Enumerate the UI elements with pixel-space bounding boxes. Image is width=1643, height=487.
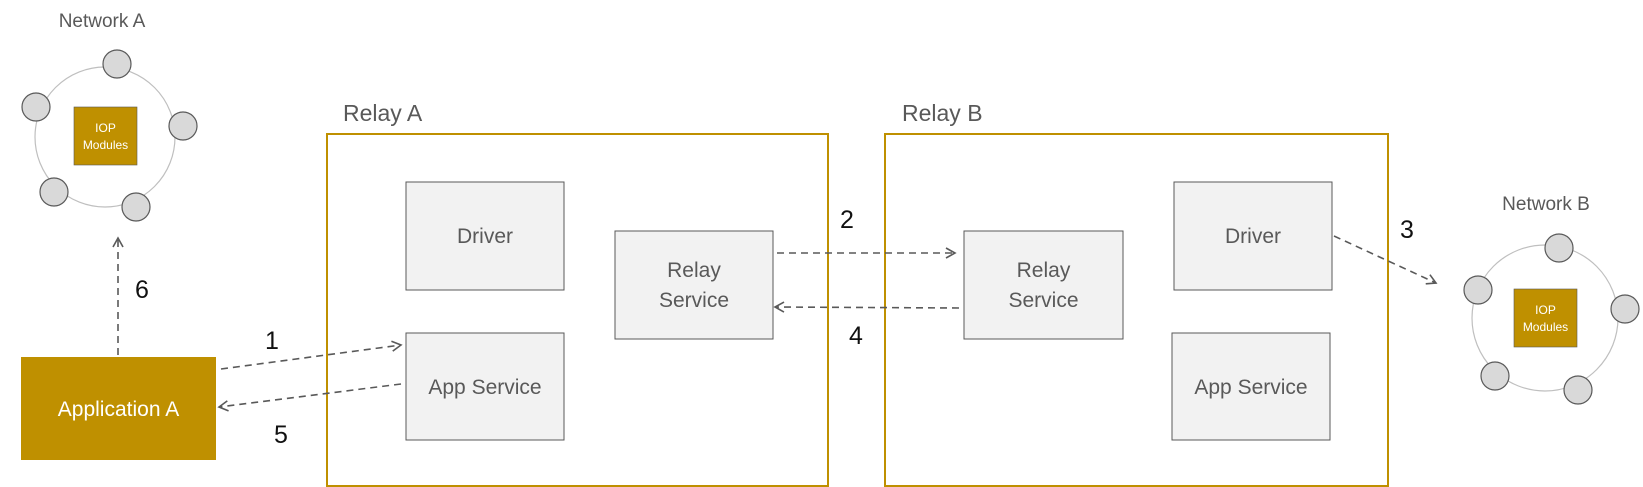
arrow-step-1 <box>220 340 403 370</box>
step-label-6: 6 <box>135 276 149 304</box>
network-a-node <box>102 49 132 79</box>
step-label-3: 3 <box>1400 216 1414 244</box>
step-label-1: 1 <box>265 327 279 355</box>
step-label-5: 5 <box>274 421 288 449</box>
network-a-title: Network A <box>59 11 146 32</box>
arrows <box>112 235 1438 412</box>
network-a-node <box>39 177 69 207</box>
network-b: Network B IOP Modules <box>1463 194 1640 405</box>
relay-b: Relay B Relay Service Driver App Service <box>884 100 1389 487</box>
step-label-2: 2 <box>840 206 854 234</box>
relay-a: Relay A Driver App Service Relay Service <box>326 100 829 487</box>
application-a-label: Application A <box>58 398 179 421</box>
relay-b-relay-service-box <box>963 230 1124 340</box>
arrow-step-3 <box>1333 235 1438 285</box>
relay-b-driver-label: Driver <box>1225 225 1281 248</box>
step-label-4: 4 <box>849 322 863 350</box>
network-b-node <box>1563 375 1593 405</box>
network-a: Network A IOP Modules <box>21 11 198 222</box>
arrow-step-5 <box>217 383 402 412</box>
network-b-iop-modules <box>1513 288 1578 348</box>
relay-a-relay-service-label-2: Service <box>659 289 729 312</box>
relay-b-app-service-label: App Service <box>1194 376 1307 399</box>
step-labels: 1 2 3 4 5 6 <box>135 206 1414 449</box>
network-a-iop-modules <box>73 106 138 166</box>
arrow-step-4 <box>773 301 960 313</box>
network-b-node <box>1544 233 1574 263</box>
network-b-iop-label-2: Modules <box>1523 320 1568 334</box>
relay-a-driver-label: Driver <box>457 225 513 248</box>
network-a-node <box>168 111 198 141</box>
network-b-node <box>1480 361 1510 391</box>
network-a-node <box>121 192 151 222</box>
network-b-node <box>1463 275 1493 305</box>
relay-a-frame <box>326 133 829 487</box>
relay-b-title: Relay B <box>902 100 983 126</box>
relay-a-driver-box <box>405 181 565 291</box>
relay-a-relay-service-box <box>614 230 774 340</box>
relay-b-driver-box <box>1173 181 1333 291</box>
network-b-node <box>1610 294 1640 324</box>
network-a-iop-label-2: Modules <box>83 138 128 152</box>
application-a: Application A <box>21 357 216 460</box>
network-b-title: Network B <box>1502 194 1590 215</box>
relay-a-app-service-box <box>405 332 565 441</box>
relay-b-relay-service-label-1: Relay <box>1017 259 1071 282</box>
relay-b-relay-service-label-2: Service <box>1008 289 1078 312</box>
relay-a-app-service-label: App Service <box>428 376 541 399</box>
network-a-node <box>21 92 51 122</box>
relay-a-relay-service-label-1: Relay <box>667 259 721 282</box>
relay-b-app-service-box <box>1171 332 1331 441</box>
network-a-iop-label-1: IOP <box>95 121 116 135</box>
relay-a-title: Relay A <box>343 100 423 126</box>
application-a-box <box>21 357 216 460</box>
relay-b-frame <box>884 133 1389 487</box>
network-b-iop-label-1: IOP <box>1535 303 1556 317</box>
